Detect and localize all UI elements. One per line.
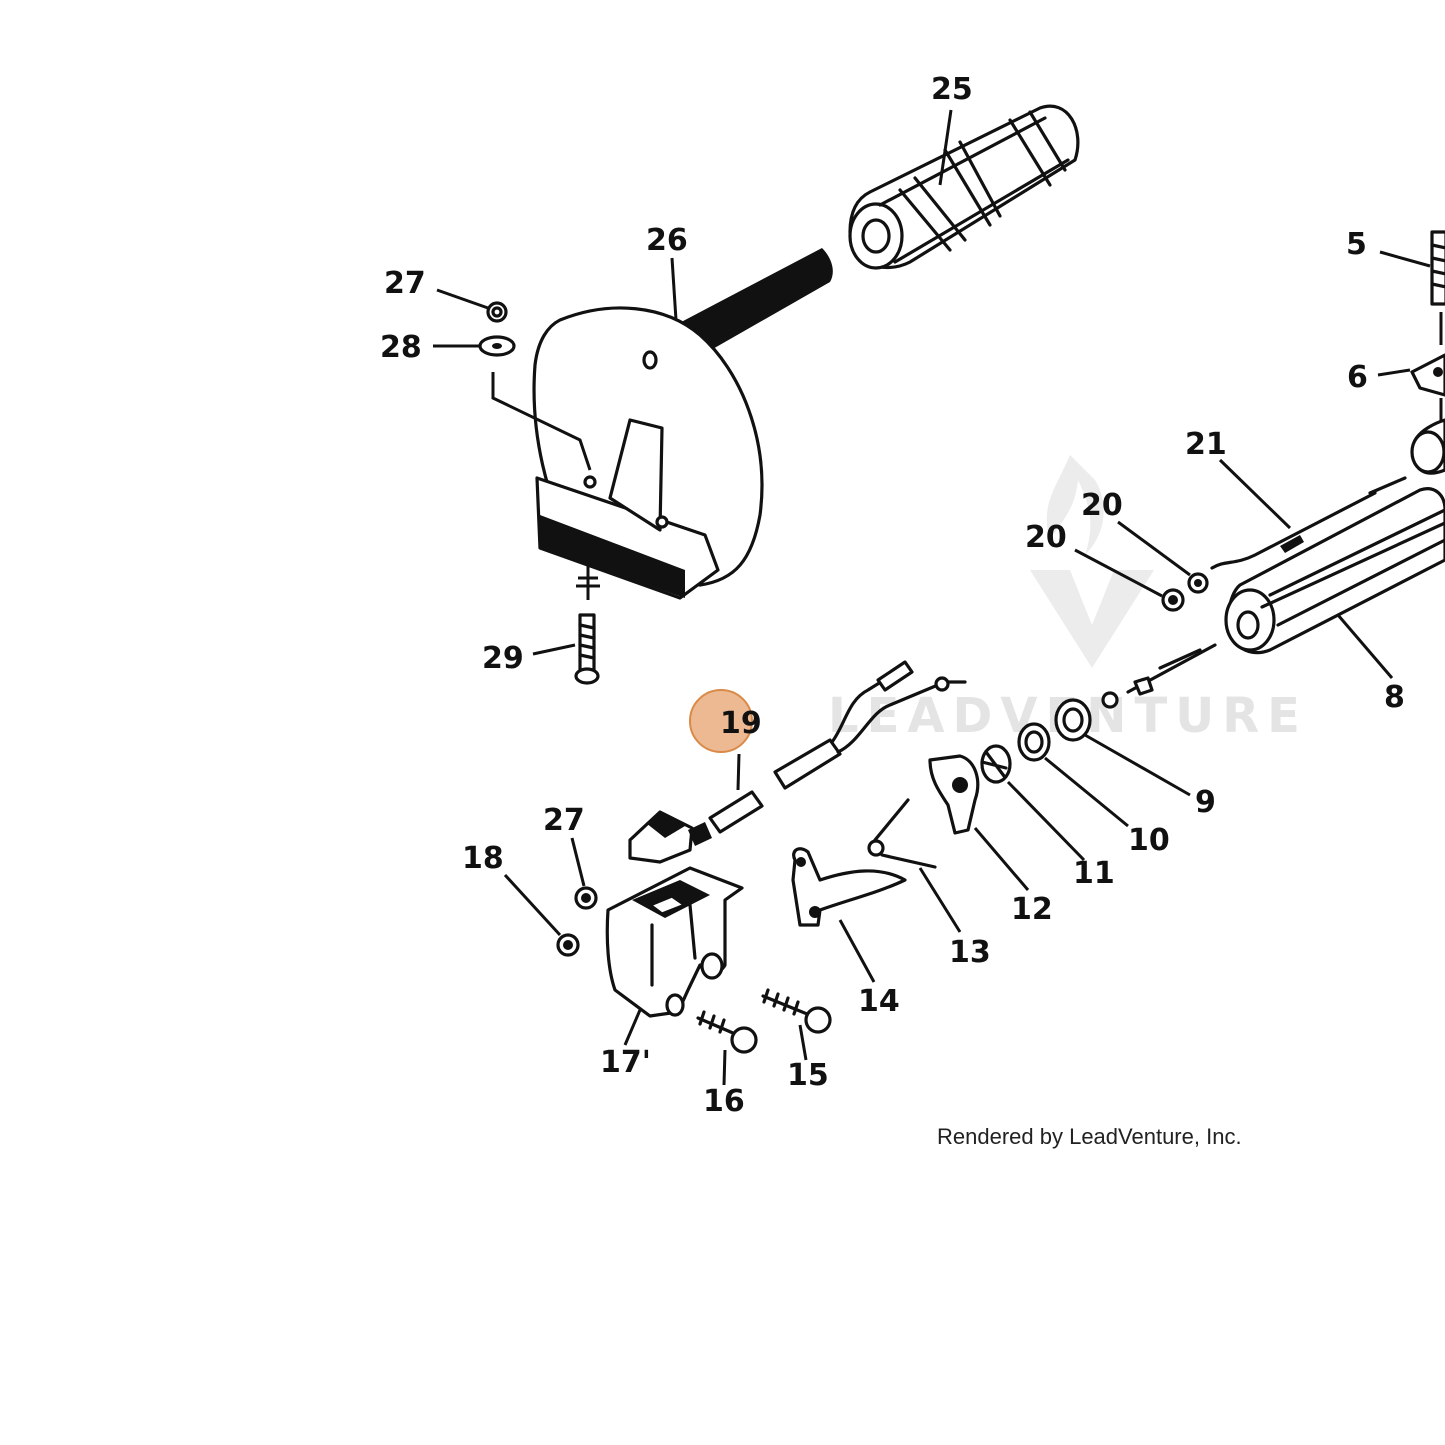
callout-12[interactable]: 12: [1011, 892, 1053, 927]
part-cam-12: [928, 754, 980, 835]
leader-9: [1084, 733, 1191, 797]
part-handlebar-26: [532, 248, 833, 600]
part-throttle-grip-8: [1224, 487, 1445, 655]
leader-6: [1377, 368, 1411, 377]
highlight-marker-19[interactable]: [689, 689, 753, 753]
leader-19: [736, 753, 741, 791]
callout-18[interactable]: 18: [462, 841, 504, 876]
leader-15: [798, 1024, 808, 1061]
part-washer-10: [1017, 722, 1051, 762]
part-nut-27b: [574, 886, 598, 910]
callout-27a[interactable]: 27: [384, 266, 426, 301]
part-nut-27a: [486, 301, 508, 323]
callout-9[interactable]: 9: [1195, 785, 1216, 820]
callout-29[interactable]: 29: [482, 641, 524, 676]
leader-12: [973, 827, 1030, 891]
leader-26: [670, 257, 678, 321]
callout-21[interactable]: 21: [1185, 427, 1227, 462]
leader-13: [918, 867, 962, 933]
leader-29: [532, 643, 576, 656]
leader-8: [1336, 614, 1394, 679]
leader-21: [1218, 458, 1292, 530]
callout-8[interactable]: 8: [1384, 680, 1405, 715]
callout-28[interactable]: 28: [380, 330, 422, 365]
leader-17: [623, 1009, 642, 1046]
part-washer-28: [478, 335, 516, 357]
part-grip-25: [848, 104, 1080, 270]
leader-14: [838, 919, 876, 983]
callout-25[interactable]: 25: [931, 72, 973, 107]
callout-6[interactable]: 6: [1347, 360, 1368, 395]
leader-20a: [1117, 520, 1191, 577]
callout-labels: 25 26 27 28 29 5 6 21 20 20 8 9 10 11 12…: [380, 72, 1405, 1119]
leader-10: [1044, 756, 1129, 828]
leader-11: [1006, 780, 1086, 862]
callout-16[interactable]: 16: [703, 1084, 745, 1119]
callout-17[interactable]: 17': [600, 1045, 651, 1080]
part-ring-9: [1054, 698, 1092, 742]
part-cable-end: [1101, 643, 1217, 709]
part-lever-14: [791, 847, 907, 927]
part-housing-17: [605, 866, 744, 1018]
leadventure-logo-icon: [1030, 455, 1154, 668]
part-screw-16: [696, 1010, 758, 1054]
leader-25: [938, 109, 953, 186]
callout-19[interactable]: 19: [720, 706, 762, 741]
callout-20a[interactable]: 20: [1081, 488, 1123, 523]
callout-13[interactable]: 13: [949, 935, 991, 970]
part-nut-20b: [1161, 588, 1185, 612]
callout-11[interactable]: 11: [1073, 856, 1115, 891]
leader-27b: [570, 837, 586, 887]
part-cable-21: [1210, 476, 1407, 570]
callout-20b[interactable]: 20: [1025, 520, 1067, 555]
part-nut-18: [556, 933, 580, 957]
callout-5[interactable]: 5: [1346, 227, 1367, 262]
part-spring-13: [867, 798, 937, 869]
part-clamp-6: [1410, 353, 1445, 475]
leader-5: [1379, 250, 1431, 268]
callout-15[interactable]: 15: [787, 1058, 829, 1093]
callout-26[interactable]: 26: [646, 223, 688, 258]
leader-27a: [436, 288, 489, 310]
assembly-line-28: [491, 372, 592, 471]
part-bolt-5: [1430, 230, 1445, 345]
leader-20b: [1074, 548, 1163, 598]
part-bolt-29: [574, 565, 600, 685]
part-screw-15: [761, 988, 832, 1034]
leader-18: [503, 873, 562, 937]
assembly-line-29: [576, 565, 600, 600]
callout-14[interactable]: 14: [858, 984, 900, 1019]
part-switch-19: [628, 660, 967, 864]
leader-lines: [433, 109, 1431, 1086]
callout-27b[interactable]: 27: [543, 803, 585, 838]
part-nut-20a: [1187, 572, 1209, 594]
callout-10[interactable]: 10: [1128, 823, 1170, 858]
leader-16: [722, 1049, 727, 1086]
render-credit: Rendered by LeadVenture, Inc.: [937, 1124, 1242, 1149]
part-spring-11: [980, 744, 1012, 784]
